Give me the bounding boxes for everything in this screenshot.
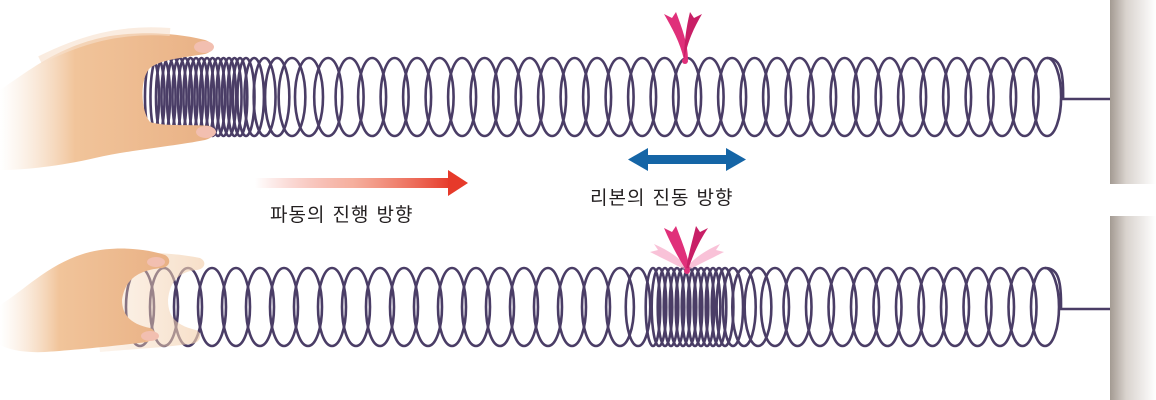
spring-coil <box>644 266 662 348</box>
spring-coil <box>263 56 291 138</box>
spring-coil <box>268 266 300 348</box>
spring-coil <box>379 56 410 138</box>
spring-coil <box>917 266 948 348</box>
spring-coil <box>743 266 773 348</box>
spring-top <box>143 56 1110 138</box>
wave-direction-arrow <box>255 170 468 196</box>
spring-coil <box>986 56 1018 138</box>
spring-coil <box>851 56 883 138</box>
spring-coil <box>941 56 973 138</box>
spring-coil <box>782 266 813 348</box>
spring-coil <box>919 56 950 138</box>
spring-coil <box>827 266 858 348</box>
spring-coil <box>804 266 836 348</box>
spring-coil <box>650 266 668 348</box>
spring-coil <box>196 266 228 348</box>
spring-coil <box>484 266 516 348</box>
spring-coil <box>401 56 433 138</box>
spring-coil <box>784 56 815 138</box>
spring-coil <box>469 56 500 138</box>
spring-coil <box>436 266 468 348</box>
spring-coil <box>491 56 523 138</box>
spring-coil <box>694 56 725 138</box>
spring-coil <box>662 266 680 348</box>
wall-top <box>1110 0 1156 184</box>
spring-coil <box>874 56 905 138</box>
spring-coil <box>686 266 704 348</box>
spring-coil <box>829 56 860 138</box>
spring-coil <box>624 266 652 348</box>
spring-coil <box>424 56 455 138</box>
spring-coil <box>215 56 232 138</box>
spring-coil <box>316 266 348 348</box>
hand-top <box>0 27 216 171</box>
spring-coil <box>220 56 238 138</box>
spring-coil <box>334 56 365 138</box>
spring-coil <box>962 266 993 348</box>
spring-coil <box>508 266 540 348</box>
spring-end-hook <box>1044 266 1110 311</box>
spring-coil <box>532 266 564 348</box>
spring-coil <box>460 266 492 348</box>
ribbon-vibration-arrow <box>628 148 746 171</box>
spring-coil <box>739 56 770 138</box>
spring-coil <box>514 56 545 138</box>
spring-coil <box>226 56 243 138</box>
spring-coil <box>556 266 588 348</box>
spring-coil <box>730 266 757 348</box>
ribbon-bottom <box>650 226 724 274</box>
spring-coil <box>293 56 325 138</box>
wall-bottom <box>1110 216 1156 400</box>
spring-coil <box>1009 56 1040 138</box>
spring-bottom <box>124 266 1110 348</box>
spring-coil <box>721 266 745 348</box>
spring-coil <box>704 266 722 348</box>
spring-coil <box>580 266 612 348</box>
spring-coil <box>277 56 307 138</box>
spring-coil <box>559 56 590 138</box>
wave-direction-label: 파동의 진행 방향 <box>270 204 414 226</box>
spring-coil <box>604 266 636 348</box>
spring-coil <box>872 266 903 348</box>
spring-coil <box>231 56 249 138</box>
spring-coil <box>896 56 928 138</box>
spring-coil <box>649 56 680 138</box>
spring-coil <box>536 56 568 138</box>
spring-coil <box>356 56 388 138</box>
ribbon-top <box>664 12 702 64</box>
spring-coil <box>412 266 444 348</box>
spring-coil <box>364 266 396 348</box>
spring-end-hook <box>1046 56 1110 101</box>
spring-coil <box>340 266 372 348</box>
spring-coil <box>716 56 748 138</box>
hand-bottom <box>0 248 205 353</box>
spring-coil <box>209 56 227 138</box>
spring-coil <box>668 266 686 348</box>
spring-coil <box>710 266 728 348</box>
spring-coil <box>849 266 881 348</box>
spring-coil <box>244 266 276 348</box>
spring-coil <box>964 56 995 138</box>
spring-coil <box>759 266 791 348</box>
spring-coil <box>446 56 478 138</box>
spring-coil <box>604 56 635 138</box>
spring-coil <box>939 266 971 348</box>
spring-coil <box>252 56 277 138</box>
spring-coil <box>581 56 613 138</box>
spring-coil <box>312 56 344 138</box>
spring-coil <box>388 266 420 348</box>
spring-coil <box>220 266 252 348</box>
spring-coil <box>626 56 658 138</box>
spring-coil <box>1007 266 1038 348</box>
spring-coil <box>692 266 710 348</box>
spring-coil <box>894 266 926 348</box>
spring-coil <box>761 56 793 138</box>
spring-coil <box>656 266 674 348</box>
spring-coil <box>984 266 1016 348</box>
ribbon-vibration-label: 리본의 진동 방향 <box>590 187 734 209</box>
spring-coil <box>698 266 716 348</box>
spring-coil <box>292 266 324 348</box>
spring-coil <box>806 56 838 138</box>
